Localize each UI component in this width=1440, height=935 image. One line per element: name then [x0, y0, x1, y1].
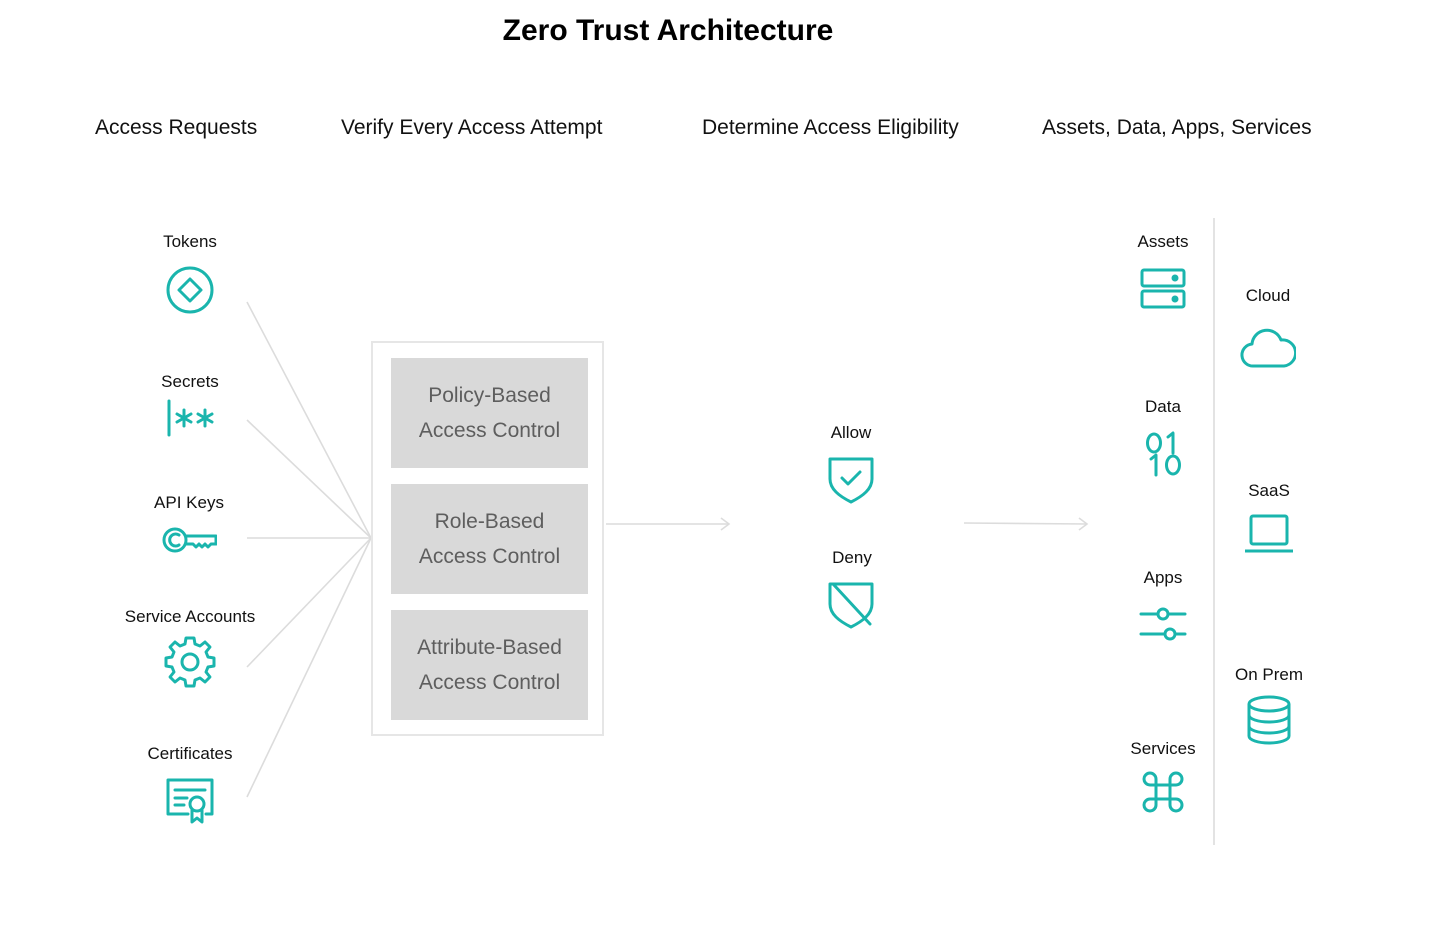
policy-label-line2: Access Control [418, 419, 561, 442]
column-header-requests: Access Requests [95, 116, 258, 139]
environment-label-saas: SaaS [1248, 481, 1290, 500]
decision-label-deny: Deny [832, 548, 872, 567]
resource-label-apps: Apps [1143, 568, 1183, 587]
secrets-icon [162, 390, 218, 446]
request-label-secrets: Secrets [161, 372, 219, 391]
shield-slash-icon [823, 576, 879, 632]
laptop-icon [1241, 506, 1297, 562]
certificate-icon [162, 772, 218, 828]
policy-label-line2: Access Control [418, 545, 561, 568]
sliders-icon [1135, 596, 1191, 652]
request-label-certificates: Certificates [147, 744, 233, 763]
attribute-based-access-control: Attribute-Based Access Control [391, 610, 588, 720]
api-key-icon [161, 511, 217, 567]
environment-label-on-prem: On Prem [1234, 665, 1304, 684]
token-icon [162, 262, 218, 318]
request-label-service-accounts: Service Accounts [124, 607, 256, 626]
database-icon [1241, 692, 1297, 748]
decision-label-allow: Allow [830, 423, 872, 442]
column-header-resources: Assets, Data, Apps, Services [1042, 116, 1312, 139]
resource-label-services: Services [1130, 739, 1196, 758]
policy-label-line1: Role-Based [434, 510, 545, 533]
connector-secrets [246, 419, 372, 539]
connector-service-accounts [246, 537, 372, 668]
verification-panel: Policy-Based Access Control Role-Based A… [371, 341, 604, 736]
shield-check-icon [823, 451, 879, 507]
gear-icon [162, 633, 218, 689]
role-based-access-control: Role-Based Access Control [391, 484, 588, 594]
policy-label-line1: Policy-Based [428, 384, 551, 407]
environment-label-cloud: Cloud [1245, 286, 1291, 305]
column-header-eligibility: Determine Access Eligibility [702, 116, 959, 139]
request-label-tokens: Tokens [163, 232, 217, 251]
resource-label-data: Data [1145, 397, 1181, 416]
arrow-to-resources [963, 522, 1088, 525]
policy-based-access-control: Policy-Based Access Control [391, 358, 588, 468]
request-label-api-keys: API Keys [154, 493, 224, 512]
policy-label-line1: Attribute-Based [417, 636, 562, 659]
binary-icon [1135, 426, 1191, 482]
cloud-icon [1240, 320, 1296, 376]
command-icon [1135, 764, 1191, 820]
page-title: Zero Trust Architecture [502, 14, 834, 47]
policy-label-line2: Access Control [418, 671, 561, 694]
server-icon [1135, 260, 1191, 316]
resource-label-assets: Assets [1137, 232, 1189, 251]
column-header-verify: Verify Every Access Attempt [341, 116, 603, 139]
